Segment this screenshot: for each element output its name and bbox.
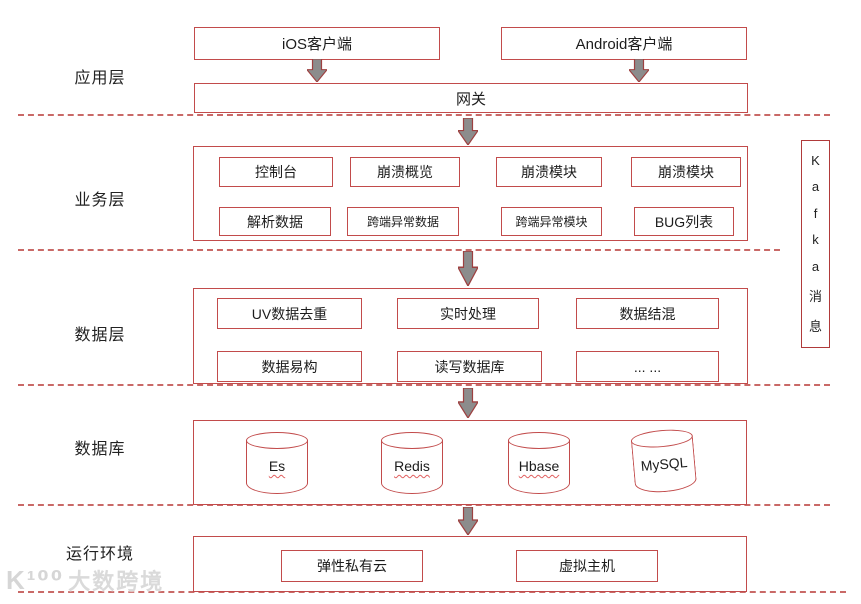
node-cross-exception-module: 跨端异常模块 xyxy=(501,207,602,236)
database-layer-container: Es Redis Hbase MySQL xyxy=(193,420,747,505)
cylinder-hbase: Hbase xyxy=(508,432,570,498)
cylinder-redis: Redis xyxy=(381,432,443,498)
kafka-char: a xyxy=(811,179,820,195)
separator-app-business xyxy=(18,114,830,116)
arrow-gateway-to-business-icon xyxy=(458,118,478,145)
node-virtual-host: 虚拟主机 xyxy=(516,550,658,582)
node-uv-dedup: UV数据去重 xyxy=(217,298,362,329)
node-console: 控制台 xyxy=(219,157,333,187)
separator-business-data xyxy=(18,249,780,251)
node-crash-module-1: 崩溃模块 xyxy=(496,157,602,187)
cylinder-mysql: MySQL xyxy=(630,427,698,498)
arrow-ios-to-gateway-icon xyxy=(307,59,327,82)
layer-label-application: 应用层 xyxy=(74,70,126,87)
kafka-char: a xyxy=(811,259,820,275)
node-data-mix: 数据结混 xyxy=(576,298,719,329)
kafka-message-box: K a f k a 消 息 xyxy=(801,140,830,348)
cylinder-body xyxy=(381,440,443,494)
cylinder-body xyxy=(246,440,308,494)
node-android-client: Android客户端 xyxy=(501,27,747,60)
node-gateway: 网关 xyxy=(194,83,748,113)
node-data-hetero: 数据易构 xyxy=(217,351,362,382)
arrow-database-to-runtime-icon xyxy=(458,507,478,535)
kafka-char: f xyxy=(813,205,818,221)
arrow-business-to-data-icon xyxy=(458,251,478,286)
data-layer-container: UV数据去重 实时处理 数据结混 数据易构 读写数据库 ... ... xyxy=(193,288,748,384)
watermark: K¹⁰⁰ 大数跨境 xyxy=(6,564,164,596)
cylinder-top xyxy=(381,432,443,449)
node-ios-client: iOS客户端 xyxy=(194,27,440,60)
kafka-char: k xyxy=(812,232,819,248)
node-bug-list: BUG列表 xyxy=(634,207,734,236)
node-rw-database: 读写数据库 xyxy=(397,351,542,382)
node-crash-overview: 崩溃概览 xyxy=(350,157,460,187)
layer-label-data: 数据层 xyxy=(74,327,126,344)
separator-bottom xyxy=(18,591,846,593)
separator-database-runtime xyxy=(18,504,830,506)
cylinder-body xyxy=(508,440,570,494)
watermark-logo: K¹⁰⁰ xyxy=(6,564,65,595)
business-layer-container: 控制台 崩溃概览 崩溃模块 崩溃模块 解析数据 跨端异常数据 跨端异常模块 BU… xyxy=(193,146,748,241)
cylinder-top xyxy=(246,432,308,449)
cylinder-es: Es xyxy=(246,432,308,498)
node-ellipsis: ... ... xyxy=(576,351,719,382)
node-crash-module-2: 崩溃模块 xyxy=(631,157,741,187)
arrow-data-to-database-icon xyxy=(458,388,478,418)
node-elastic-private-cloud: 弹性私有云 xyxy=(281,550,423,582)
node-cross-exception-data: 跨端异常数据 xyxy=(347,207,459,236)
kafka-char: 消 xyxy=(808,288,822,304)
node-parse-data: 解析数据 xyxy=(219,207,331,236)
kafka-char: K xyxy=(811,152,820,168)
layer-label-business: 业务层 xyxy=(74,192,126,209)
cylinder-top xyxy=(508,432,570,449)
cylinder-label-redis: Redis xyxy=(394,458,430,474)
arrow-android-to-gateway-icon xyxy=(629,59,649,82)
cylinder-label-hbase: Hbase xyxy=(518,458,560,474)
cylinder-label-es: Es xyxy=(268,458,286,474)
node-realtime-processing: 实时处理 xyxy=(397,298,539,329)
kafka-char: 息 xyxy=(808,319,822,335)
layer-label-database: 数据库 xyxy=(74,441,126,458)
layer-label-runtime: 运行环境 xyxy=(65,546,134,563)
watermark-text: 大数跨境 xyxy=(68,569,165,594)
separator-data-database xyxy=(18,384,830,386)
runtime-layer-container: 弹性私有云 虚拟主机 xyxy=(193,536,747,592)
